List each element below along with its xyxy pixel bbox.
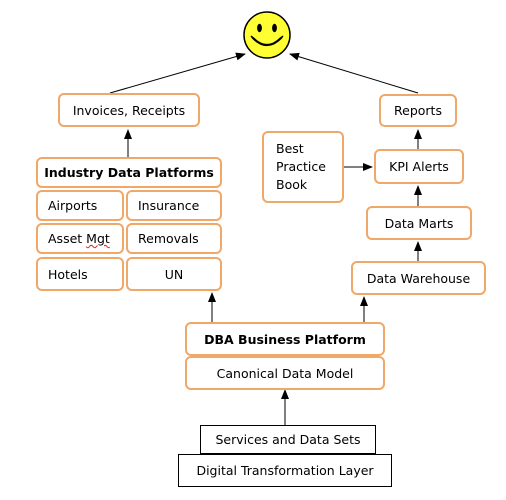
best-practice-line-1: Best [276,141,304,156]
invoices-receipts-label: Invoices, Receipts [72,102,186,118]
canonical-data-model-label: Canonical Data Model [216,365,354,381]
data-warehouse-label: Data Warehouse [366,270,471,286]
digital-transformation-layer-box: Digital Transformation Layer [178,454,392,487]
hotels-label: Hotels [48,266,88,282]
removals-label: Removals [138,231,199,246]
un-box: UN [126,257,222,291]
asset-mgt-box: Asset Mgt [36,223,124,254]
asset-mgt-label: Asset Mgt [48,231,110,246]
kpi-alerts-label: KPI Alerts [389,159,449,174]
arrow-invoices-to-smiley [109,52,246,94]
best-practice-line-2: Practice [276,159,326,174]
reports-label: Reports [394,103,442,118]
kpi-alerts-box: KPI Alerts [374,149,464,184]
un-label: UN [164,266,184,282]
insurance-box: Insurance [126,190,222,221]
dba-business-platform-box: DBA Business Platform [185,322,385,356]
arrow-reports-to-smiley [289,52,419,94]
hotels-box: Hotels [36,257,124,291]
canonical-data-model-box: Canonical Data Model [185,356,385,390]
data-marts-label: Data Marts [384,215,454,231]
data-warehouse-box: Data Warehouse [351,261,486,295]
airports-box: Airports [36,190,124,221]
spellcheck-underline: Mgt [86,231,110,246]
services-data-sets-label: Services and Data Sets [215,432,361,447]
removals-box: Removals [126,223,222,254]
best-practice-line-3: Book [276,177,308,192]
airports-label: Airports [48,198,98,213]
data-marts-box: Data Marts [366,206,472,240]
dba-business-platform-label: DBA Business Platform [204,331,366,347]
industry-data-platforms-label: Industry Data Platforms [44,165,214,180]
smiley-face-icon [243,11,291,59]
insurance-label: Insurance [138,198,200,213]
services-data-sets-box: Services and Data Sets [200,425,376,454]
industry-data-platforms-box: Industry Data Platforms [36,157,222,188]
best-practice-book-box: Best Practice Book [262,131,344,203]
digital-transformation-layer-label: Digital Transformation Layer [196,463,374,478]
reports-box: Reports [379,94,457,127]
invoices-receipts-box: Invoices, Receipts [58,93,200,127]
